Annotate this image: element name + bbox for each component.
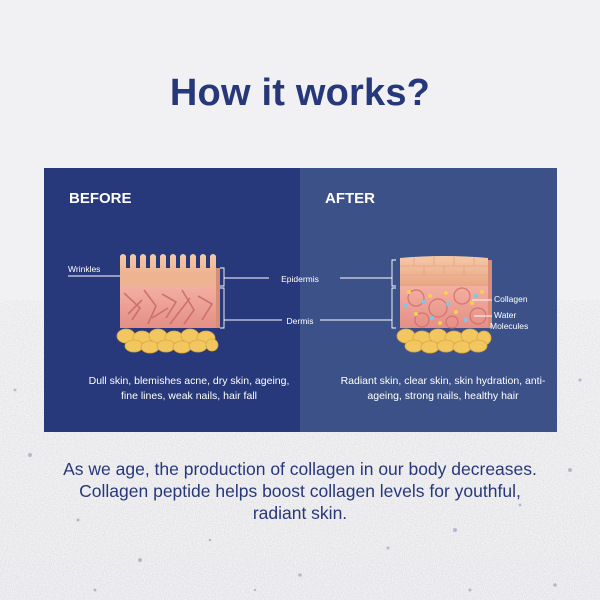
dermis-label: Dermis — [287, 316, 314, 326]
after-skin-block — [396, 256, 492, 354]
description-text: As we age, the production of collagen in… — [63, 459, 537, 523]
before-after-panel: Wrinkles Epidermis Dermis Collagen Water… — [44, 168, 557, 432]
epidermis-label: Epidermis — [281, 274, 319, 284]
before-skin-block — [116, 254, 220, 354]
wrinkles-label: Wrinkles — [68, 264, 100, 274]
water-label-line1: Water — [494, 310, 517, 320]
after-caption: Radiant skin, clear skin, skin hydration… — [340, 375, 546, 402]
skin-illustration: Wrinkles Epidermis Dermis Collagen Water… — [68, 254, 528, 354]
before-caption: Dull skin, blemishes acne, dry skin, age… — [88, 375, 290, 402]
water-label-line2: Molecules — [490, 321, 528, 331]
after-heading: AFTER — [325, 190, 375, 207]
page-title: How it works? — [169, 72, 431, 114]
collagen-label: Collagen — [494, 294, 528, 304]
before-heading: BEFORE — [69, 190, 132, 207]
